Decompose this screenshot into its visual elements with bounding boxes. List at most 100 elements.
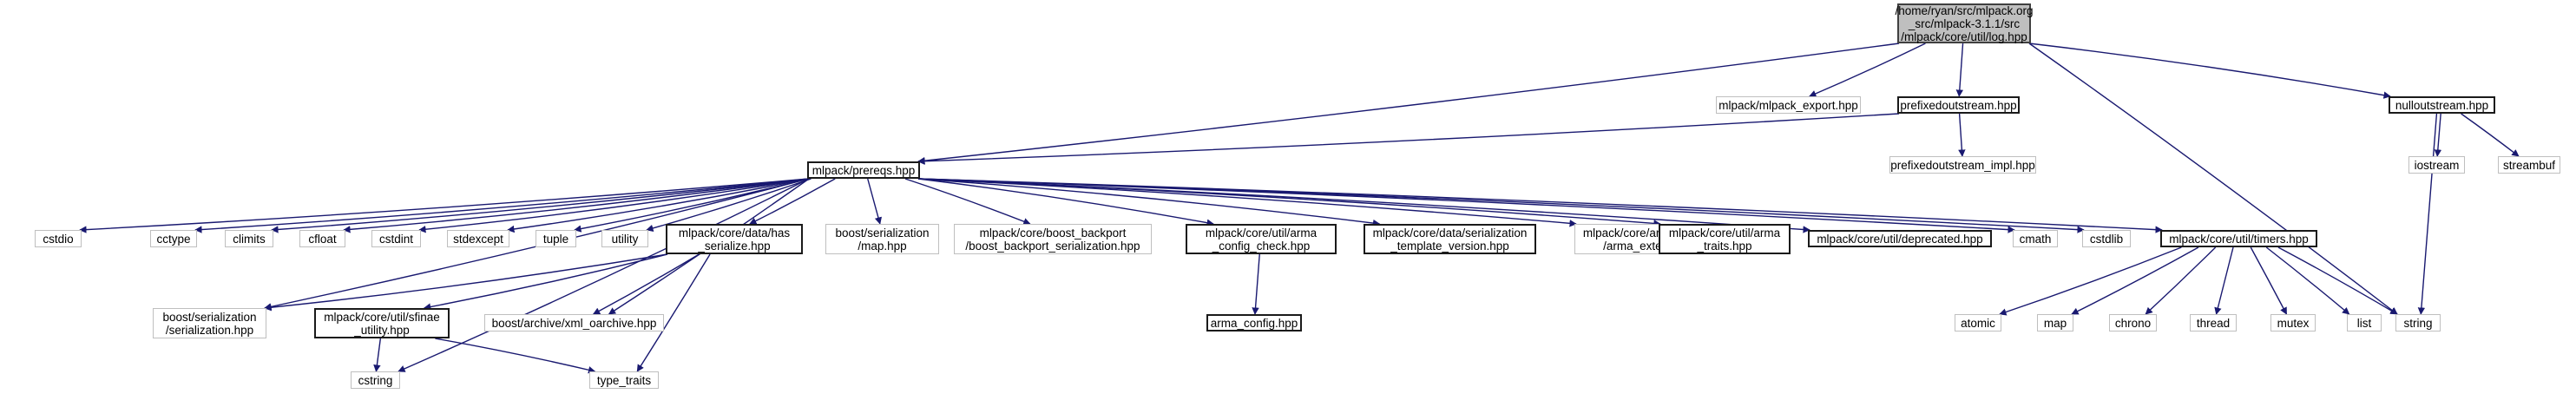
graph-edge-prereqs-to-timers	[917, 178, 2163, 233]
graph-node-label: cstdint	[378, 232, 414, 246]
graph-node-cstdlib[interactable]: cstdlib	[2082, 230, 2131, 247]
graph-node-arma_cfg_ck[interactable]: mlpack/core/util/arma_config_check.hpp	[1186, 224, 1337, 254]
graph-node-prefimpl[interactable]: prefixedoutstream_impl.hpp	[1889, 156, 2036, 174]
graph-edge-has_serial-to-sfinae	[423, 253, 668, 311]
graph-node-label: _template_version.hpp	[1390, 239, 1509, 253]
graph-node-label: _src/mlpack-3.1.1/src	[1908, 16, 2021, 30]
graph-node-label: cstdio	[43, 232, 74, 246]
graph-node-label: prefixedoutstream_impl.hpp	[1890, 158, 2035, 172]
graph-node-label: chrono	[2114, 316, 2152, 330]
graph-node-cstdio[interactable]: cstdio	[35, 230, 82, 247]
graph-edge-nullout-to-string	[2417, 113, 2438, 315]
graph-node-arma_config[interactable]: arma_config.hpp	[1206, 314, 1302, 332]
graph-edge-sfinae-to-cstring	[373, 338, 382, 372]
graph-node-label: mlpack/core/util/deprecated.hpp	[1817, 232, 1983, 246]
graph-edge-timers-to-string	[2277, 246, 2398, 315]
graph-edge-timers-to-chrono	[2145, 246, 2217, 315]
graph-edge-has_serial-to-boost_ser	[264, 253, 668, 312]
graph-node-label: string	[2403, 316, 2433, 330]
graph-edge-prereqs-to-arma_cfg_ck	[917, 178, 1214, 226]
graph-node-stdexcept[interactable]: stdexcept	[447, 230, 509, 247]
graph-node-chrono[interactable]: chrono	[2109, 314, 2157, 332]
graph-node-tuple[interactable]: tuple	[536, 230, 576, 247]
graph-node-prefixed[interactable]: prefixedoutstream.hpp	[1897, 96, 2020, 114]
graph-node-label: boost/archive/xml_oarchive.hpp	[491, 316, 657, 330]
graph-node-iostream[interactable]: iostream	[2408, 156, 2465, 174]
graph-node-label: mlpack/core/data/has	[678, 226, 791, 240]
graph-node-cctype[interactable]: cctype	[150, 230, 197, 247]
graph-node-cstdint[interactable]: cstdint	[371, 230, 421, 247]
graph-node-label: list	[2356, 316, 2372, 330]
graph-node-nullout[interactable]: nulloutstream.hpp	[2389, 96, 2495, 114]
graph-node-list[interactable]: list	[2347, 314, 2382, 332]
graph-edge-prereqs-to-cctype	[194, 178, 810, 233]
graph-edge-has_serial-to-xml_oarch	[592, 253, 700, 315]
graph-node-label: boost/serialization	[162, 310, 257, 324]
graph-node-label: cstdlib	[2089, 232, 2124, 246]
graph-edge-prereqs-to-ser_tmpl	[917, 178, 1381, 227]
graph-edge-prereqs-to-stdexcept	[507, 178, 810, 233]
graph-node-export[interactable]: mlpack/mlpack_export.hpp	[1716, 96, 1861, 114]
graph-node-label: mlpack/core/data/serialization	[1372, 226, 1528, 240]
graph-node-utility[interactable]: utility	[601, 230, 648, 247]
graph-node-label: tuple	[542, 232, 569, 246]
graph-node-label: nulloutstream.hpp	[2395, 98, 2489, 112]
graph-node-has_serial[interactable]: mlpack/core/data/has_serialize.hpp	[666, 224, 803, 254]
graph-node-label: cmath	[2019, 232, 2052, 246]
graph-edge-root-to-nullout	[2028, 43, 2391, 99]
graph-node-string[interactable]: string	[2395, 314, 2441, 332]
graph-node-label: /serialization.hpp	[165, 323, 254, 337]
graph-node-label: iostream	[2414, 158, 2460, 172]
graph-node-timers[interactable]: mlpack/core/util/timers.hpp	[2160, 230, 2317, 247]
graph-edge-timers-to-map	[2071, 246, 2199, 315]
graph-node-cfloat[interactable]: cfloat	[299, 230, 345, 247]
graph-edge-prereqs-to-cstdio	[79, 178, 810, 233]
graph-edge-prereqs-to-cstring	[398, 178, 810, 372]
graph-node-climits[interactable]: climits	[225, 230, 273, 247]
graph-node-cstring[interactable]: cstring	[351, 371, 400, 389]
graph-node-bbackport[interactable]: mlpack/core/boost_backport/boost_backpor…	[954, 224, 1152, 254]
graph-edge-prefixed-to-prereqs	[917, 113, 1900, 165]
graph-node-label: prefixedoutstream.hpp	[1900, 98, 2017, 112]
graph-node-label: atomic	[1961, 316, 1995, 330]
graph-node-label: utility	[611, 232, 639, 246]
graph-edge-prereqs-to-bbackport	[904, 178, 1031, 226]
graph-node-atomic[interactable]: atomic	[1955, 314, 2001, 332]
graph-node-prereqs[interactable]: mlpack/prereqs.hpp	[807, 161, 920, 179]
graph-edge-has_serial-to-type_traits	[636, 253, 711, 372]
graph-node-label: mlpack/core/util/timers.hpp	[2169, 232, 2309, 246]
graph-node-deprecated[interactable]: mlpack/core/util/deprecated.hpp	[1808, 230, 1992, 247]
graph-node-map[interactable]: map	[2037, 314, 2073, 332]
graph-node-label: mlpack/core/boost_backport	[979, 226, 1127, 240]
graph-edge-timers-to-thread	[2214, 246, 2234, 315]
graph-node-thread[interactable]: thread	[2190, 314, 2237, 332]
graph-node-sfinae[interactable]: mlpack/core/util/sfinae_utility.hpp	[314, 308, 450, 338]
graph-edge-root-to-prefixed	[1955, 43, 1964, 97]
graph-node-label: cfloat	[308, 232, 337, 246]
graph-node-boost_ser[interactable]: boost/serialization/serialization.hpp	[153, 308, 266, 338]
graph-node-label: mlpack/core/util/arma	[1205, 226, 1318, 240]
graph-node-root[interactable]: /home/ryan/src/mlpack.org_src/mlpack-3.1…	[1895, 3, 2034, 43]
graph-node-boost_map[interactable]: boost/serialization/map.hpp	[825, 224, 939, 254]
graph-edge-timers-to-list	[2265, 246, 2350, 315]
graph-node-arma_traits[interactable]: mlpack/core/util/arma_traits.hpp	[1659, 224, 1791, 254]
graph-node-label: map	[2043, 316, 2067, 330]
graph-edge-prereqs-to-cfloat	[343, 178, 810, 233]
graph-node-type_traits[interactable]: type_traits	[589, 371, 659, 389]
graph-edge-root-to-string	[2028, 43, 2398, 315]
graph-node-ser_tmpl[interactable]: mlpack/core/data/serialization_template_…	[1364, 224, 1536, 254]
graph-node-label: cstring	[358, 373, 393, 387]
graph-node-label: _config_check.hpp	[1212, 239, 1311, 253]
graph-node-mutex[interactable]: mutex	[2270, 314, 2316, 332]
graph-edge-prereqs-to-has_serial	[749, 178, 836, 225]
graph-edge-prereqs-to-deprecated	[917, 178, 1810, 233]
graph-node-label: mlpack/mlpack_export.hpp	[1718, 98, 1858, 112]
graph-edge-timers-to-mutex	[2250, 246, 2288, 315]
graph-node-xml_oarch[interactable]: boost/archive/xml_oarchive.hpp	[484, 314, 664, 332]
graph-edge-nullout-to-streambuf	[2461, 113, 2520, 157]
graph-node-cmath[interactable]: cmath	[2013, 230, 2058, 247]
graph-node-label: /home/ryan/src/mlpack.org	[1895, 3, 2034, 17]
graph-node-streambuf[interactable]: streambuf	[2498, 156, 2560, 174]
